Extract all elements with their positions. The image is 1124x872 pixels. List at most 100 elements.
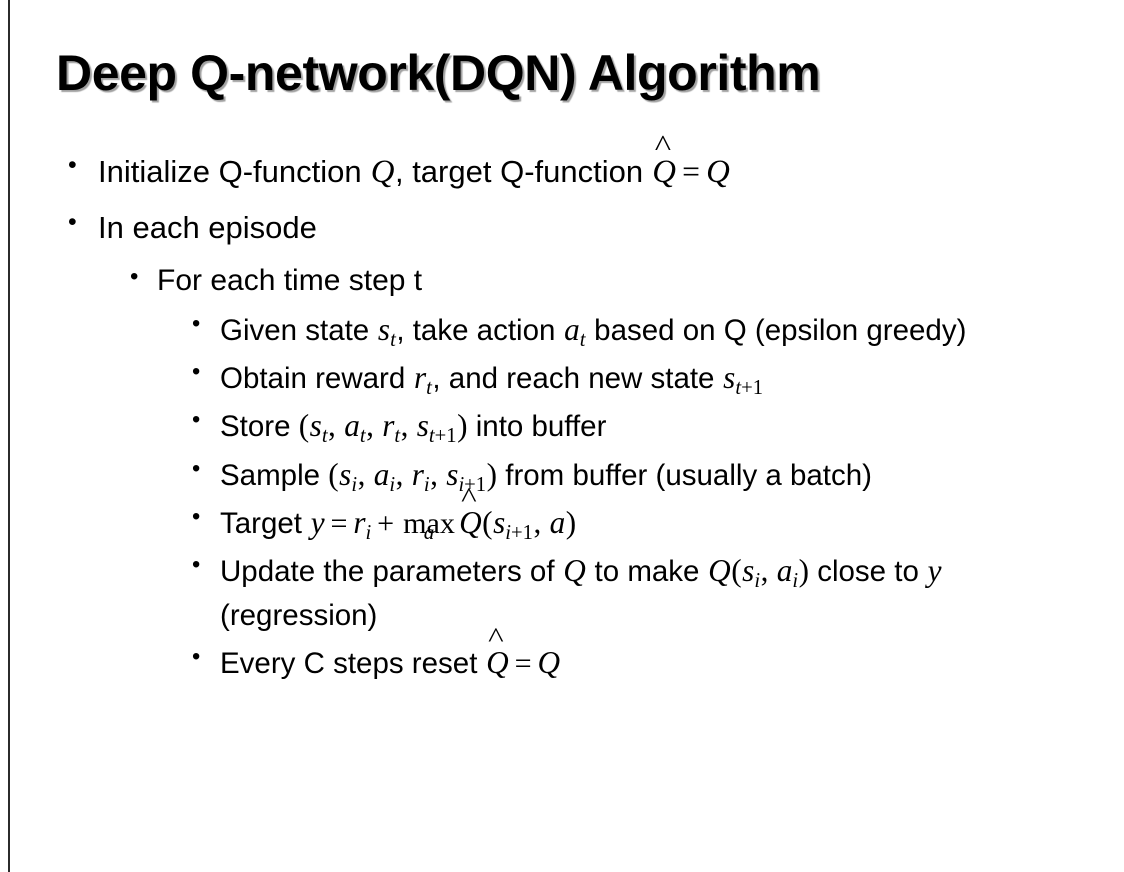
bullet-content: Store (st, at, rt, st+1) into buffer (220, 403, 1090, 449)
math-variable: ri (411, 456, 430, 496)
bullet-content: In each episode (98, 205, 1084, 251)
math-operator: + (377, 505, 395, 540)
math-variable: at (564, 311, 586, 351)
bullet-for-each-time-step: • For each time step t (0, 259, 1124, 303)
math-variable: si (742, 553, 761, 592)
bullet-text-run: Obtain reward (220, 362, 414, 396)
math-punctuation: , (366, 408, 382, 444)
math-variable: rt (413, 360, 432, 399)
math-variable: st+1 (416, 408, 457, 448)
bullet-text-run: into buffer (467, 410, 607, 444)
bullet-content: Every C steps reset Q=Q (220, 640, 1090, 686)
math-punctuation: , (430, 456, 446, 492)
bullet-text-run: to make (586, 555, 708, 589)
math-variable: at (344, 408, 366, 448)
bullet-content: Given state st, take action at based on … (220, 307, 1090, 353)
bullet-text-run: , and reach new state (432, 362, 723, 396)
math-variable: st (377, 311, 396, 351)
math-punctuation: , (760, 553, 777, 589)
bullet-content: For each time step t (157, 259, 1084, 303)
bullet-sample: • Sample (si, ai, ri, si+1) from buffer (… (0, 452, 1124, 498)
bullet-text-run: Initialize Q-function (98, 154, 371, 189)
bullet-text-run: Update the parameters of (220, 555, 563, 589)
bullet-list: •Initialize Q-function Q, target Q-funct… (0, 148, 1124, 688)
math-variable: y (310, 504, 325, 540)
bullet-text-run: Every C steps reset (220, 647, 486, 681)
math-variable: si+1 (493, 504, 533, 544)
math-punctuation: , (328, 408, 344, 444)
math-operator: = (682, 154, 700, 189)
page-title: Deep Q-network(DQN) Algorithm (56, 45, 821, 101)
left-edge-rule (8, 0, 10, 872)
bullet-marker-icon: • (192, 359, 201, 386)
math-variable-hat: Q (459, 505, 483, 540)
bullet-text-run: , take action (396, 313, 564, 347)
math-variable: a (549, 504, 566, 540)
bullet-text-run: , target Q-function (394, 154, 652, 189)
bullet-in-each-episode: • In each episode (0, 205, 1124, 251)
math-variable-hat: Q (652, 154, 677, 190)
math-variable: y (927, 553, 942, 589)
math-punctuation: ( (731, 553, 742, 589)
math-punctuation: ) (486, 456, 498, 492)
math-punctuation: , (357, 456, 374, 492)
math-variable: rt (382, 408, 401, 448)
bullet-marker-icon: • (192, 644, 201, 671)
math-operator: = (514, 646, 532, 681)
bullet-marker-icon: • (192, 503, 201, 530)
bullet-every-c-steps: • Every C steps reset Q=Q (0, 640, 1124, 686)
math-punctuation: ( (298, 408, 310, 444)
math-variable: ri (353, 504, 372, 544)
bullet-text-run: In each episode (98, 209, 317, 245)
math-punctuation: ) (457, 408, 468, 444)
bullet-text-run: Store (220, 410, 299, 444)
bullet-content: Update the parameters of Q to make Q(si,… (220, 548, 1090, 638)
math-variable: ai (776, 553, 799, 592)
math-punctuation: ( (328, 456, 339, 492)
bullet-marker-icon: • (192, 552, 201, 579)
bullet-content: Obtain reward rt, and reach new state st… (220, 355, 1090, 401)
bullet-text-run: based on Q (epsilon greedy) (585, 313, 967, 347)
bullet-marker-icon: • (192, 310, 201, 337)
max-operator-subscript: a (423, 519, 435, 544)
bullet-text-run: close to (809, 555, 928, 589)
math-variable: Q (563, 553, 586, 589)
math-variable: Q (537, 645, 561, 681)
bullet-text-run: For each time step t (157, 263, 423, 297)
bullet-text-run: Given state (220, 313, 378, 347)
bullet-given-state: • Given state st, take action at based on… (0, 307, 1124, 353)
math-variable: ai (373, 456, 396, 496)
bullet-marker-icon: • (192, 455, 201, 482)
bullet-text-run: from buffer (usually a batch) (497, 458, 872, 492)
math-punctuation: ) (565, 504, 577, 540)
bullet-text-run: (regression) (220, 599, 378, 633)
math-variable: st (309, 408, 328, 448)
bullet-store: • Store (st, at, rt, st+1) into buffer (0, 403, 1124, 449)
math-variable: Q (708, 553, 731, 589)
bullet-initialize: • Initialize Q-function Q, target Q-funct… (0, 148, 1124, 197)
bullet-content: Initialize Q-function Q, target Q-functi… (98, 148, 1084, 197)
math-variable: si (339, 456, 358, 496)
bullet-marker-icon: • (130, 262, 139, 290)
math-variable-hat: Q (486, 645, 510, 680)
math-variable: Q (370, 154, 395, 190)
bullet-marker-icon: • (68, 208, 77, 236)
bullet-marker-icon: • (192, 407, 201, 434)
bullet-marker-icon: • (68, 152, 77, 179)
bullet-content: Sample (si, ai, ri, si+1) from buffer (u… (220, 452, 1090, 498)
bullet-obtain-reward: • Obtain reward rt, and reach new state s… (0, 355, 1124, 401)
math-punctuation: ) (798, 553, 810, 589)
bullet-text-run: Sample (220, 458, 329, 492)
math-punctuation: , (533, 504, 550, 540)
math-variable: st+1 (723, 360, 764, 399)
math-punctuation: , (395, 456, 412, 492)
math-punctuation: , (400, 408, 417, 444)
math-operator: = (330, 505, 348, 540)
bullet-text-run: Target (220, 506, 311, 540)
math-punctuation: ( (482, 504, 493, 540)
bullet-update-parameters: •Update the parameters of Q to make Q(si… (0, 548, 1124, 638)
